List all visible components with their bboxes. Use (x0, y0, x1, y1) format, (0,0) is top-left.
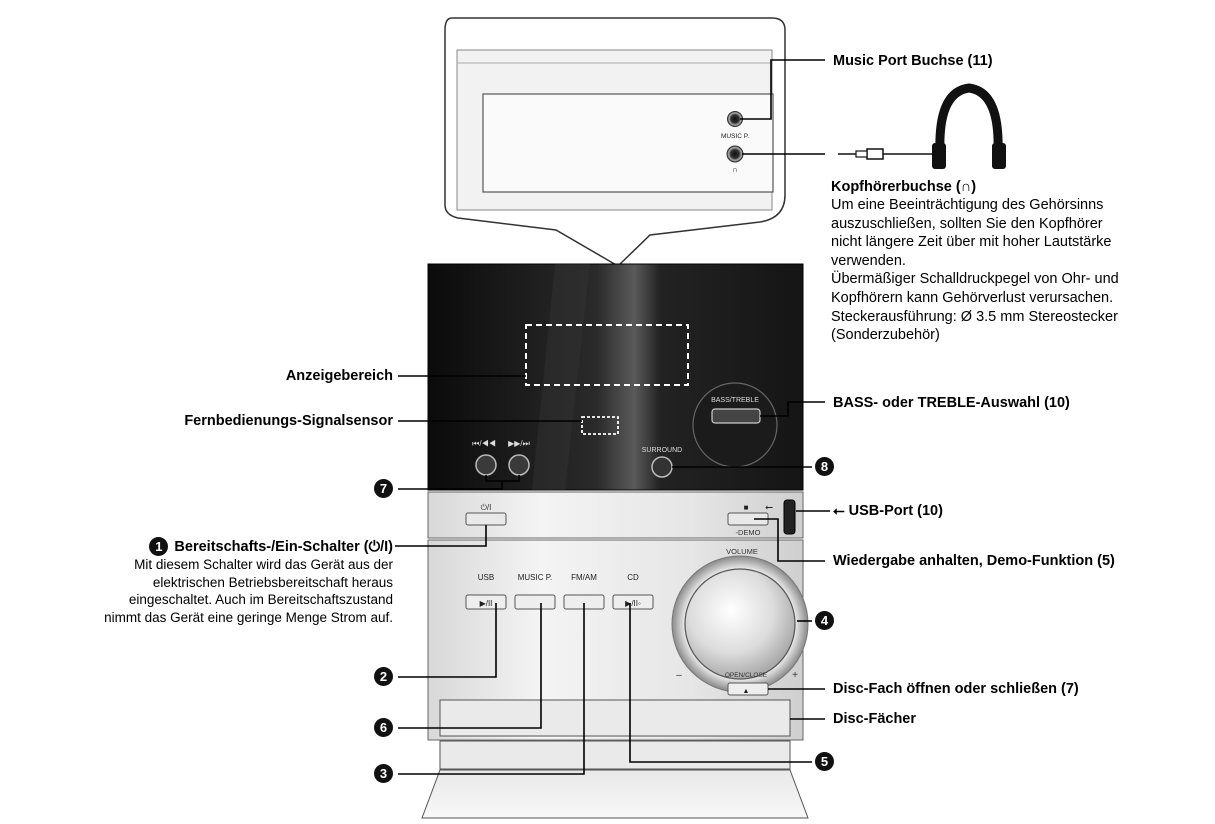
headphone-text-line: auszuschließen, sollten Sie den Kopfhöre… (831, 215, 1103, 232)
disc-tray-upper (439, 699, 791, 737)
standby-text-line: eingeschaltet. Auch im Bereitschaftszust… (128, 592, 393, 607)
label-display-area: Anzeigebereich (285, 368, 393, 384)
label-disc-open-close: Disc-Fach öffnen oder schließen (7) (833, 681, 1079, 697)
usb-port-text: USB-Port (10) (848, 503, 943, 519)
headphone-text-line: Um eine Beeinträchtigung des Gehörsinns (831, 197, 1104, 213)
callout-7: 7 (374, 479, 393, 498)
headphone-text-line: (Sonderzubehör) (831, 327, 940, 344)
cd-play-pause-mark: ▶/II◦ (625, 599, 641, 608)
power-button[interactable] (465, 512, 507, 526)
prev-button-label: ⏮/◀◀ (472, 439, 496, 448)
fm-am-button-label: FM/AM (571, 573, 597, 582)
callout-2: 2 (374, 667, 393, 686)
headphone-title-icon: ∩ (960, 179, 972, 195)
callout-6: 6 (374, 718, 393, 737)
remote-sensor-marker (581, 416, 619, 435)
label-disc-trays: Disc-Fächer (833, 711, 917, 727)
callout-3: 3 (374, 764, 393, 783)
usb-play-pause-mark: ▶/II (480, 599, 493, 608)
disc-tray-lower (439, 740, 791, 770)
label-bass-treble: BASS- oder TREBLE-Auswahl (10) (833, 395, 1070, 411)
music-p-button-label: MUSIC P. (518, 573, 553, 582)
display-area-marker (525, 324, 689, 386)
bass-treble-label: BASS/TREBLE (711, 397, 759, 404)
headphone-text-line: Übermäßiger Schalldruckpegel von Ohr- un… (831, 271, 1119, 288)
standby-text-line: nimmt das Gerät eine geringe Menge Strom… (104, 609, 393, 625)
usb-button-label: USB (478, 573, 494, 582)
zoom-recess (482, 93, 774, 193)
usb-port[interactable] (783, 499, 796, 535)
headphone-text-line: verwenden. (831, 252, 906, 269)
prev-button[interactable] (475, 454, 497, 476)
standby-text-line: elektrischen Betriebsbereitschaft heraus (152, 574, 393, 590)
callout-8: 8 (815, 457, 834, 476)
usb-symbol-mark: ⭠ (765, 502, 773, 513)
headphone-text-line: Steckerausführung: Ø 3.5 mm Stereostecke… (831, 308, 1118, 325)
cd-play-pause-button[interactable] (612, 594, 654, 610)
volume-plus-mark: + (792, 670, 798, 681)
standby-text-line: Mit diesem Schalter wird das Gerät aus d… (134, 557, 393, 572)
headphones-icon (838, 83, 1006, 169)
label-standby-title: 1 Bereitschafts-/Ein-Schalter (⏻/I) (149, 537, 393, 556)
music-p-button[interactable] (514, 594, 556, 610)
surround-button[interactable] (651, 456, 673, 478)
standby-title-icon: ⏻/I (368, 539, 389, 555)
next-button[interactable] (508, 454, 530, 476)
callout-1: 1 (149, 537, 169, 556)
label-remote-sensor: Fernbedienungs-Signalsensor (184, 413, 393, 429)
stop-mark: ■ (744, 503, 749, 512)
headphone-warning-text: Um eine Beeinträchtigung des Gehörsinns … (831, 196, 1119, 345)
label-stop-demo: Wiedergabe anhalten, Demo-Funktion (5) (833, 553, 1115, 569)
label-headphone-title: Kopfhörerbuchse (∩) (831, 178, 976, 196)
headphone-title-end: ) (971, 179, 977, 195)
device-base (421, 769, 809, 819)
bass-treble-button[interactable] (711, 408, 761, 424)
headphone-text-line: nicht längere Zeit über mit hoher Lautst… (831, 234, 1112, 251)
label-usb-port: ⭠ USB-Port (10) (833, 502, 943, 520)
cd-button-label: CD (627, 573, 639, 582)
open-close-label: OPEN/CLOSE (725, 672, 768, 679)
demo-label: -DEMO (736, 528, 761, 537)
leader-lines (395, 59, 830, 775)
power-button-label: ⏻/I (481, 503, 492, 512)
headphone-text-line: Kopfhörern kann Gehörverlust verursachen… (831, 289, 1114, 306)
volume-label: VOLUME (726, 547, 758, 556)
callout-4: 4 (815, 611, 834, 630)
headphone-mark: ∩ (732, 165, 738, 174)
headphone-jack (726, 145, 744, 163)
next-button-label: ▶▶/⏭ (508, 439, 530, 448)
surround-label: SURROUND (642, 447, 682, 454)
volume-knob[interactable] (684, 568, 796, 680)
label-music-port: Music Port Buchse (11) (833, 53, 993, 69)
usb-port-symbol: ⭠ (833, 503, 845, 519)
standby-title-end: ) (388, 539, 393, 555)
callout-5: 5 (815, 752, 834, 771)
standby-description: Mit diesem Schalter wird das Gerät aus d… (104, 556, 393, 626)
headphone-title-text: Kopfhörerbuchse ( (831, 179, 961, 195)
standby-title-text: Bereitschafts-/Ein-Schalter ( (174, 539, 369, 555)
music-port-mark: MUSIC P. (721, 133, 749, 140)
eject-mark: ▲ (743, 688, 750, 695)
volume-minus-mark: – (676, 670, 682, 681)
bass-treble-dial (692, 382, 778, 468)
